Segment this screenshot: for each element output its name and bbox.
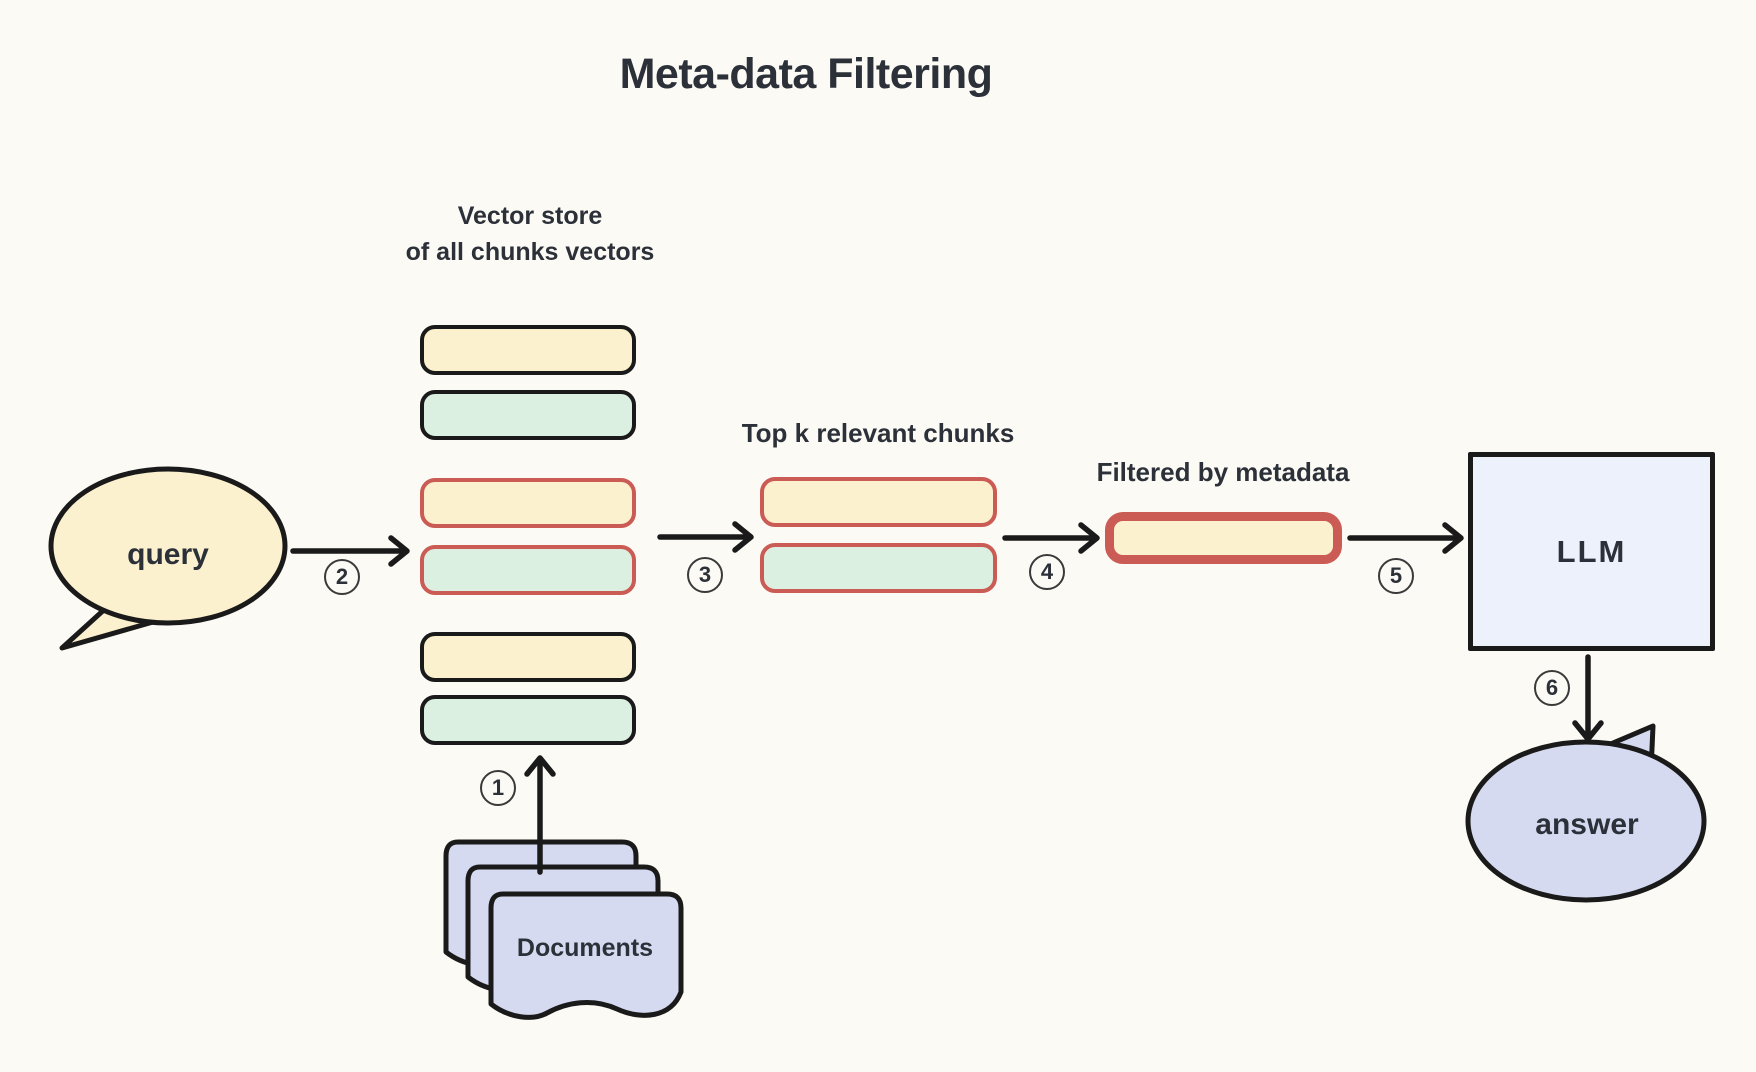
vector-chunk-5 bbox=[420, 632, 636, 682]
filtered-chunk bbox=[1105, 512, 1342, 564]
answer-label: answer bbox=[1535, 808, 1639, 841]
step-4-badge: 4 bbox=[1029, 554, 1065, 590]
vector-chunk-1 bbox=[420, 325, 636, 375]
answer-bubble bbox=[1465, 723, 1707, 903]
document-sheet-front bbox=[488, 891, 684, 1020]
top-k-label: Top k relevant chunks bbox=[741, 418, 1015, 448]
documents-label: Documents bbox=[516, 934, 654, 962]
query-bubble bbox=[48, 466, 288, 651]
arrow-step-2 bbox=[290, 535, 410, 567]
query-bubble-body bbox=[48, 466, 288, 626]
answer-bubble-body bbox=[1465, 739, 1707, 903]
arrow-step-4 bbox=[1002, 522, 1100, 554]
arrow-step-6 bbox=[1572, 654, 1604, 742]
filtered-label: Filtered by metadata bbox=[1096, 457, 1350, 487]
vector-store-label: Vector store of all chunks vectors bbox=[328, 198, 732, 270]
llm-box: LLM bbox=[1468, 452, 1715, 651]
llm-label: LLM bbox=[1556, 533, 1627, 569]
top-k-chunk-2 bbox=[760, 543, 997, 593]
vector-chunk-3 bbox=[420, 478, 636, 528]
vector-chunk-2 bbox=[420, 390, 636, 440]
step-6-badge: 6 bbox=[1534, 670, 1570, 706]
step-2-badge: 2 bbox=[324, 559, 360, 595]
documents-stack bbox=[443, 839, 684, 1020]
top-k-chunk-1 bbox=[760, 477, 997, 527]
vector-store-label-line1: Vector store bbox=[457, 202, 603, 230]
step-5-badge: 5 bbox=[1378, 558, 1414, 594]
step-1-badge: 1 bbox=[480, 770, 516, 806]
page-title: Meta-data Filtering bbox=[619, 50, 993, 98]
step-3-badge: 3 bbox=[687, 557, 723, 593]
vector-chunk-4 bbox=[420, 545, 636, 595]
arrow-step-5 bbox=[1347, 522, 1464, 554]
vector-chunk-6 bbox=[420, 695, 636, 745]
vector-store-label-line2: of all chunks vectors bbox=[405, 238, 655, 266]
arrow-step-3 bbox=[657, 521, 754, 553]
arrow-step-1 bbox=[524, 755, 556, 875]
query-label: query bbox=[127, 538, 209, 571]
